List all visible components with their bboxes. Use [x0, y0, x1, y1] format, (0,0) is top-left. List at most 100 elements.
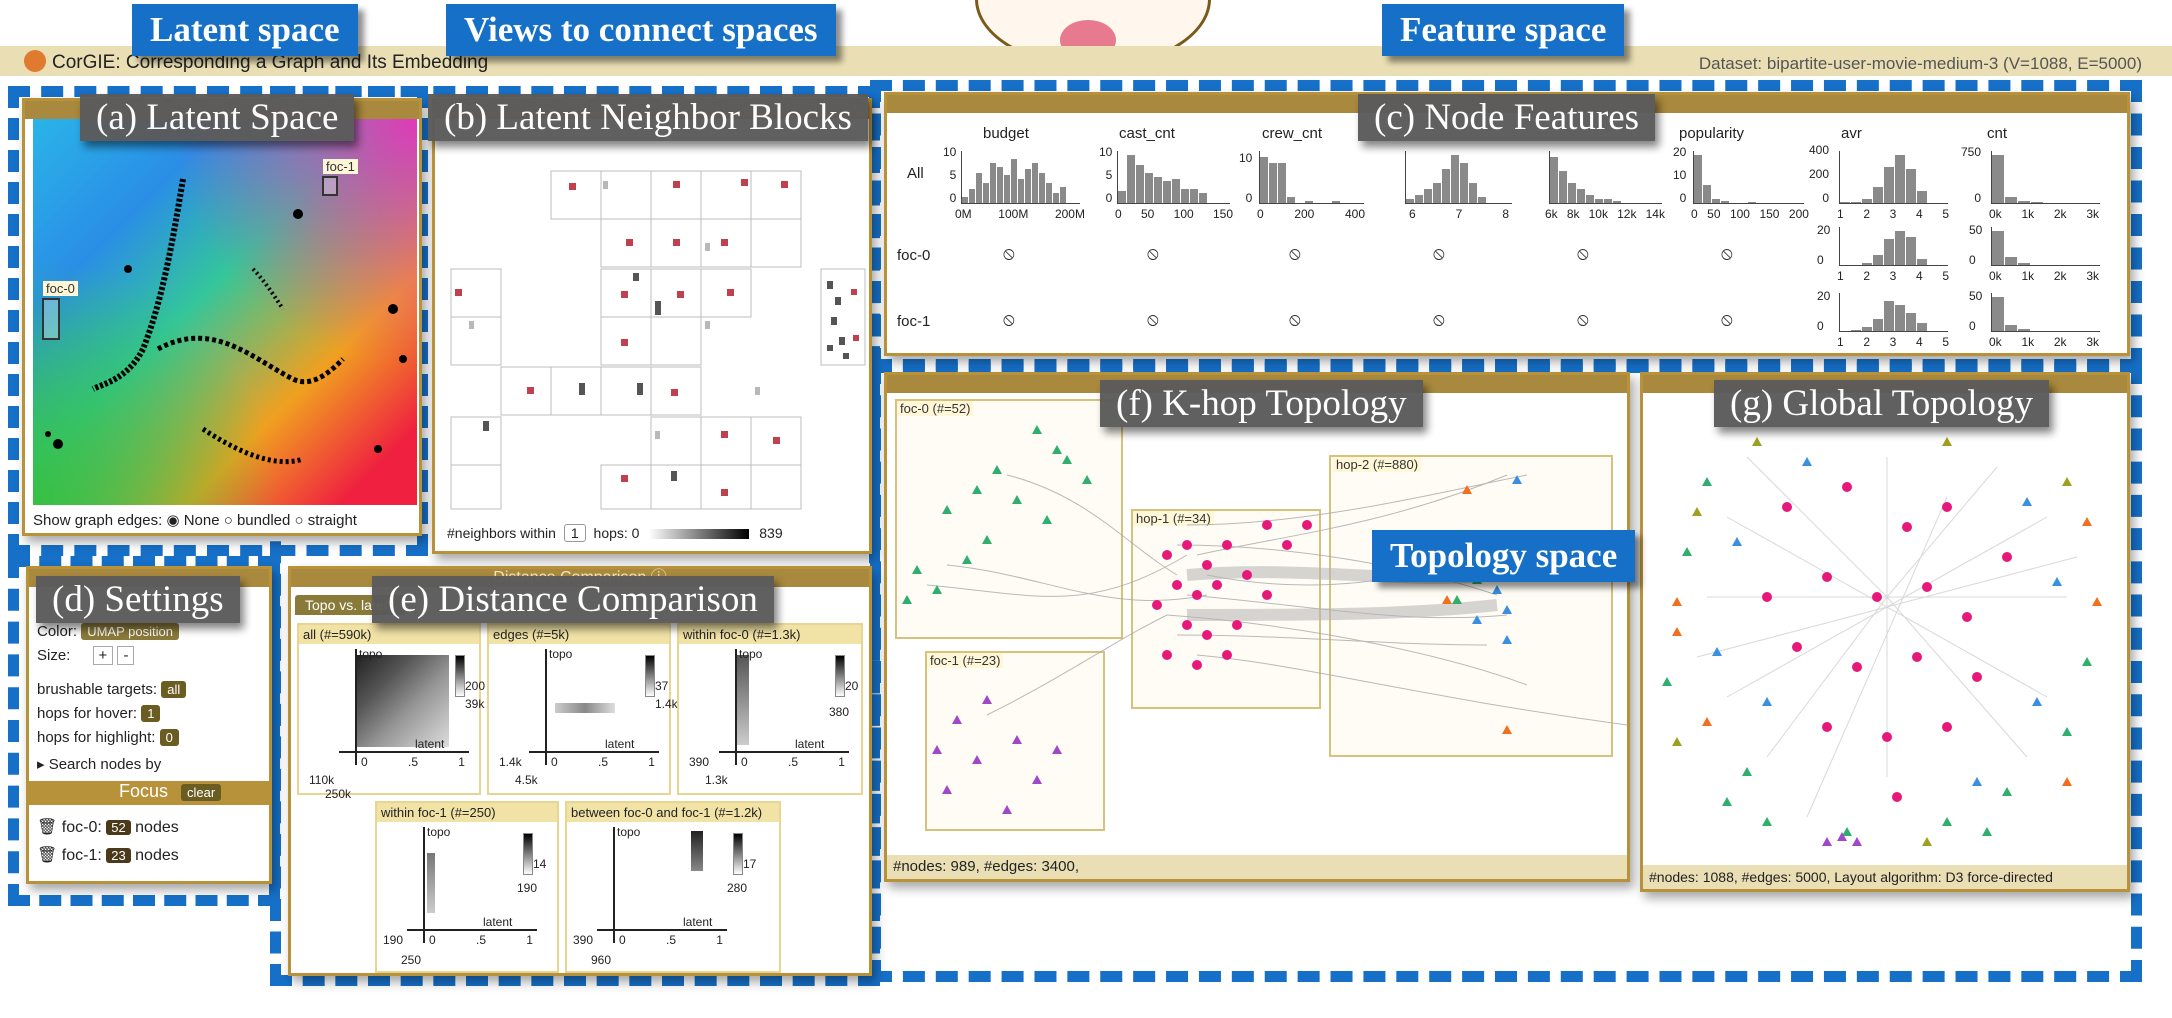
distance-card-edges[interactable]: edges (#=5k) 37 1.4k topo latent 1.4k 4.…: [487, 623, 678, 795]
na-budget-foc1-icon: ⦸: [1003, 309, 1015, 329]
khop-hop1-label: hop-1 (#=34): [1133, 511, 1214, 526]
size-row: Size: + -: [37, 646, 135, 665]
row-all: All: [907, 165, 924, 182]
trash-icon[interactable]: 🗑: [37, 819, 58, 836]
highlight-select[interactable]: 0: [159, 729, 179, 746]
hist-cnt-all[interactable]: [1991, 151, 2100, 204]
colorbar-edges: [645, 655, 655, 697]
khop-foc1-label: foc-1 (#=23): [927, 653, 1004, 668]
khop-foc0-label: foc-0 (#=52): [897, 401, 974, 416]
label-latent-space: (a) Latent Space: [80, 94, 355, 141]
hist-crew-all[interactable]: [1259, 151, 1364, 204]
focus-item-0[interactable]: 🗑 foc-0: 52 nodes: [37, 819, 179, 836]
label-settings: (d) Settings: [36, 576, 240, 623]
na-crew-foc0-icon: ⦸: [1289, 243, 1301, 263]
hist-cnt-foc1[interactable]: [1991, 293, 2100, 332]
edges-none-radio[interactable]: ◉ None: [166, 512, 220, 529]
na-cast-foc0-icon: ⦸: [1147, 243, 1159, 263]
khop-hop2-label: hop-2 (#=880): [1333, 457, 1422, 472]
hist-avr-foc1[interactable]: [1839, 293, 1948, 332]
colorbar-between: [733, 833, 743, 875]
app-logo-icon: [24, 50, 46, 72]
brushable-select[interactable]: all: [161, 681, 187, 698]
heatmap-all: [357, 655, 449, 747]
distance-comparison-panel: Distance Comparison ⓘ Topo vs. latent al…: [288, 566, 872, 976]
hist-popularity-all[interactable]: [1693, 151, 1804, 204]
hist-cnt-foc0[interactable]: [1991, 227, 2100, 266]
distance-card-within-foc1[interactable]: within foc-1 (#=250) 14 190 topo latent …: [375, 801, 559, 973]
col-popularity: popularity: [1679, 125, 1745, 142]
col-avr: avr: [1841, 125, 1862, 142]
edges-straight-radio[interactable]: ○ straight: [294, 512, 357, 529]
latent-foc0-label: foc-0: [43, 281, 78, 296]
edges-label: Show graph edges:: [33, 512, 163, 529]
header-latent-space: Latent space: [132, 4, 358, 56]
colorbar-within-foc1: [523, 833, 533, 875]
edges-option-row: Show graph edges: ◉ None ○ bundled ○ str…: [33, 511, 357, 529]
app-title: CorGIE: Corresponding a Graph and Its Em…: [52, 52, 489, 73]
neighbor-blocks-grid[interactable]: [441, 121, 869, 521]
col-crew-cnt: crew_cnt: [1262, 125, 1323, 142]
na-col5-foc1-icon: ⦸: [1577, 309, 1589, 329]
search-toggle[interactable]: ▸ Search nodes by: [37, 756, 162, 773]
colorbar-within-foc0: [835, 655, 845, 697]
heatmap-edges: [555, 703, 615, 713]
na-crew-foc1-icon: ⦸: [1289, 309, 1301, 329]
latent-space-region: [8, 86, 428, 556]
label-node-features: (c) Node Features: [1358, 94, 1656, 141]
colorbar-all: [455, 655, 465, 697]
latent-points: [42, 176, 407, 465]
app-title-bar: [0, 46, 2172, 76]
header-feature-space: Feature space: [1382, 4, 1625, 56]
neighbor-footer: #neighbors within 1 hops: 0 839: [447, 524, 783, 542]
hover-row: hops for hover: 1: [37, 705, 161, 722]
na-col4-foc0-icon: ⦸: [1433, 243, 1445, 263]
hops-select[interactable]: 1: [563, 524, 586, 542]
hist-avr-foc0[interactable]: [1839, 227, 1948, 266]
label-distance-comparison: (e) Distance Comparison: [372, 576, 774, 623]
khop-foc0-box[interactable]: [895, 399, 1123, 639]
label-global-topology: (g) Global Topology: [1714, 380, 2049, 427]
focus-item-1[interactable]: 🗑 foc-1: 23 nodes: [37, 847, 179, 864]
distance-card-between[interactable]: between foc-0 and foc-1 (#=1.2k) 17 280 …: [565, 801, 781, 973]
size-increase-button[interactable]: +: [92, 646, 114, 665]
na-pop-foc0-icon: ⦸: [1721, 243, 1733, 263]
hist-avr-all[interactable]: [1839, 151, 1948, 204]
col-budget: budget: [983, 125, 1029, 142]
distance-card-all[interactable]: all (#=590k) 200 39k topo latent 110k 25…: [297, 623, 485, 801]
label-neighbor-blocks: (b) Latent Neighbor Blocks: [428, 94, 868, 141]
edges-bundled-radio[interactable]: ○ bundled: [223, 512, 291, 529]
khop-graph[interactable]: [887, 395, 1627, 835]
khop-footer: #nodes: 989, #edges: 3400,: [887, 855, 1627, 879]
distance-card-within-foc0[interactable]: within foc-0 (#=1.3k) 20 380 topo latent…: [677, 623, 863, 795]
hist-budget-all[interactable]: [961, 151, 1080, 204]
global-graph[interactable]: [1647, 397, 2127, 863]
neighbor-colorbar: [649, 529, 750, 540]
size-decrease-button[interactable]: -: [117, 646, 135, 665]
focus-clear-button[interactable]: clear: [181, 784, 222, 801]
row-foc1: foc-1: [897, 313, 931, 330]
trash-icon[interactable]: 🗑: [37, 847, 58, 864]
hover-select[interactable]: 1: [141, 705, 161, 722]
hist-cast-all[interactable]: [1117, 151, 1230, 204]
hist-col4-all[interactable]: [1405, 151, 1512, 204]
global-topology-panel: #nodes: 1088, #edges: 5000, Layout algor…: [1640, 372, 2130, 892]
hist-col5-all[interactable]: [1549, 151, 1662, 204]
heatmap-between: [691, 831, 703, 871]
latent-embedding-canvas[interactable]: foc-0 foc-1: [33, 119, 417, 505]
color-select[interactable]: UMAP position: [81, 623, 179, 640]
